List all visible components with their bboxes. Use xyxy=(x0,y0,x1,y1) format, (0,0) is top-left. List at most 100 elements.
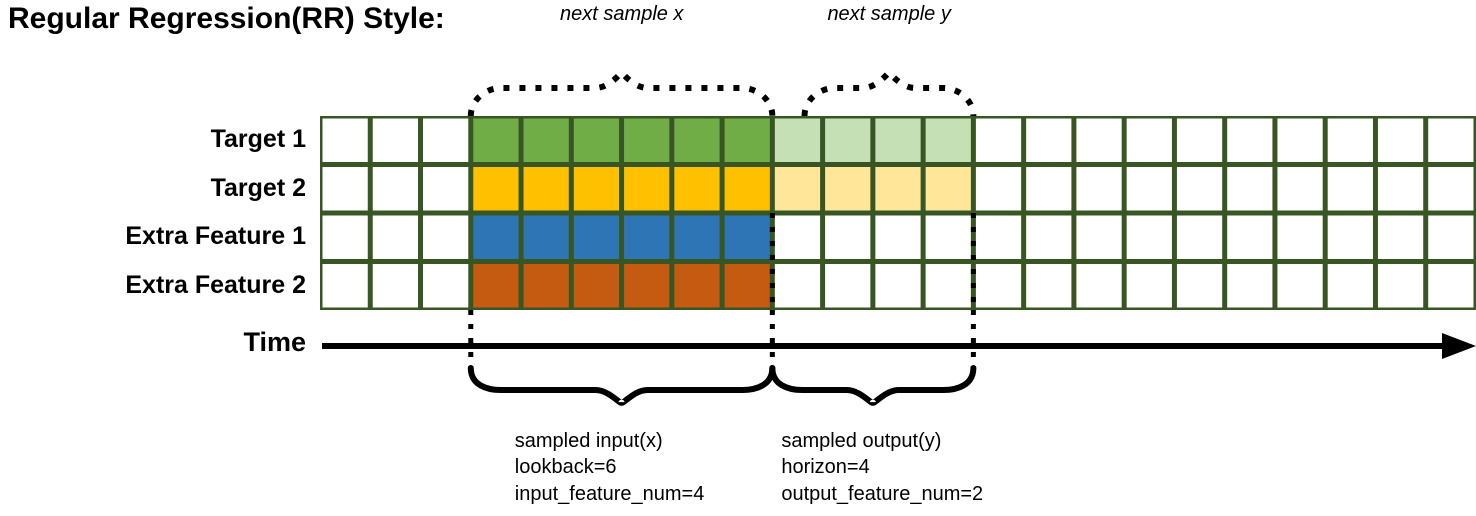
grid-cell xyxy=(825,215,871,259)
grid-cell xyxy=(624,264,670,308)
grid-cell xyxy=(423,215,469,259)
grid-cell xyxy=(825,167,871,211)
grid-cell xyxy=(975,215,1022,259)
grid-cell xyxy=(1176,215,1223,259)
grid-cell xyxy=(523,167,569,211)
caption-line-2: horizon=4 xyxy=(781,456,870,479)
grid-cell xyxy=(1126,215,1172,259)
grid-cell xyxy=(322,215,368,259)
caption-line-3: output_feature_num=2 xyxy=(781,482,984,505)
grid-cell xyxy=(1126,264,1172,308)
grid-cell xyxy=(1277,118,1323,162)
annotation-lines xyxy=(322,69,1476,406)
grid-cell xyxy=(523,215,569,259)
caption-line-3: input_feature_num=4 xyxy=(514,482,705,505)
grid-cell xyxy=(473,118,519,162)
grid-cell xyxy=(1176,118,1223,162)
grid-cell xyxy=(1176,264,1223,308)
grid-cell xyxy=(674,167,720,211)
top-brace-next-sample-x xyxy=(467,69,776,117)
grid-cell xyxy=(1277,215,1323,259)
grid-cell xyxy=(925,215,971,259)
grid-cell xyxy=(1277,264,1323,308)
grid-cell xyxy=(674,118,720,162)
grid-cell xyxy=(372,264,419,308)
grid-cell xyxy=(1428,215,1474,259)
grid-cell xyxy=(423,118,469,162)
row-label-extra-feature-1: Extra Feature 1 xyxy=(125,222,306,251)
time-axis-label: Time xyxy=(243,327,306,357)
grid-cell xyxy=(875,118,921,162)
grid-cell xyxy=(925,264,971,308)
grid-cell xyxy=(674,264,720,308)
grid-cell xyxy=(372,118,419,162)
grid-cell xyxy=(473,167,519,211)
grid-cell xyxy=(1076,118,1122,162)
grid-cell xyxy=(975,264,1022,308)
top-brace-label-next-sample-x: next sample x xyxy=(560,3,684,25)
grid-cell xyxy=(674,215,720,259)
grid-cell xyxy=(1126,167,1172,211)
grid-cell xyxy=(1076,264,1122,308)
grid-cell xyxy=(975,118,1022,162)
grid-cell xyxy=(724,118,770,162)
top-brace-label-next-sample-y: next sample y xyxy=(827,3,951,25)
grid-cell xyxy=(322,167,368,211)
grid-cell xyxy=(523,264,569,308)
grid-cell xyxy=(774,264,821,308)
grid-cell xyxy=(1026,215,1072,259)
grid-cell xyxy=(1227,215,1273,259)
grid-cell xyxy=(1277,167,1323,211)
grid-cell xyxy=(1126,118,1172,162)
grid-cell xyxy=(573,215,620,259)
grid-cell xyxy=(1377,264,1424,308)
grid-cell xyxy=(774,118,821,162)
row-label-extra-feature-2: Extra Feature 2 xyxy=(125,270,306,299)
grid-cell xyxy=(875,264,921,308)
grid-cell xyxy=(875,167,921,211)
row-label-target-1: Target 1 xyxy=(210,125,306,154)
grid-cell xyxy=(724,167,770,211)
grid-cell xyxy=(1227,118,1273,162)
grid-cell xyxy=(825,118,871,162)
grid-cell xyxy=(423,167,469,211)
grid-cell xyxy=(1377,167,1424,211)
caption-line-1: sampled input(x) xyxy=(514,430,663,452)
grid-cell xyxy=(322,118,368,162)
grid-cell xyxy=(825,264,871,308)
grid-cell xyxy=(573,118,620,162)
row-label-target-2: Target 2 xyxy=(210,173,306,202)
grid-cell xyxy=(1327,167,1373,211)
caption-line-2: lookback=6 xyxy=(514,456,617,479)
grid-cell xyxy=(875,215,921,259)
grid-cell xyxy=(774,167,821,211)
grid-cell xyxy=(925,167,971,211)
grid-cell xyxy=(1076,167,1122,211)
grid-cell xyxy=(473,264,519,308)
caption-sampled-input: sampled input(x) lookback=6 input_featur… xyxy=(515,428,705,507)
grid-cell xyxy=(624,215,670,259)
grid-cell xyxy=(724,264,770,308)
grid-cell xyxy=(573,264,620,308)
grid-cell xyxy=(372,167,419,211)
grid-cell xyxy=(523,118,569,162)
grid-cell xyxy=(1327,264,1373,308)
timeline-grid xyxy=(320,116,1476,310)
row-label-column: Target 1 Target 2 Extra Feature 1 Extra Fea… xyxy=(0,0,306,516)
grid-cell xyxy=(1026,118,1072,162)
grid-cell xyxy=(724,215,770,259)
bottom-brace-sampled-output xyxy=(769,365,977,406)
grid-cell xyxy=(1227,167,1273,211)
bottom-brace-sampled-input xyxy=(467,365,776,406)
grid-cell xyxy=(1026,167,1072,211)
grid-cell xyxy=(925,118,971,162)
grid-cell xyxy=(322,264,368,308)
grid-cell xyxy=(372,215,419,259)
grid-cell xyxy=(1076,215,1122,259)
page-title: Regular Regression(RR) Style: xyxy=(8,2,445,35)
grid-cell xyxy=(1026,264,1072,308)
caption-sampled-output: sampled output(y) horizon=4 output_featu… xyxy=(781,428,983,507)
grid-cell xyxy=(624,118,670,162)
